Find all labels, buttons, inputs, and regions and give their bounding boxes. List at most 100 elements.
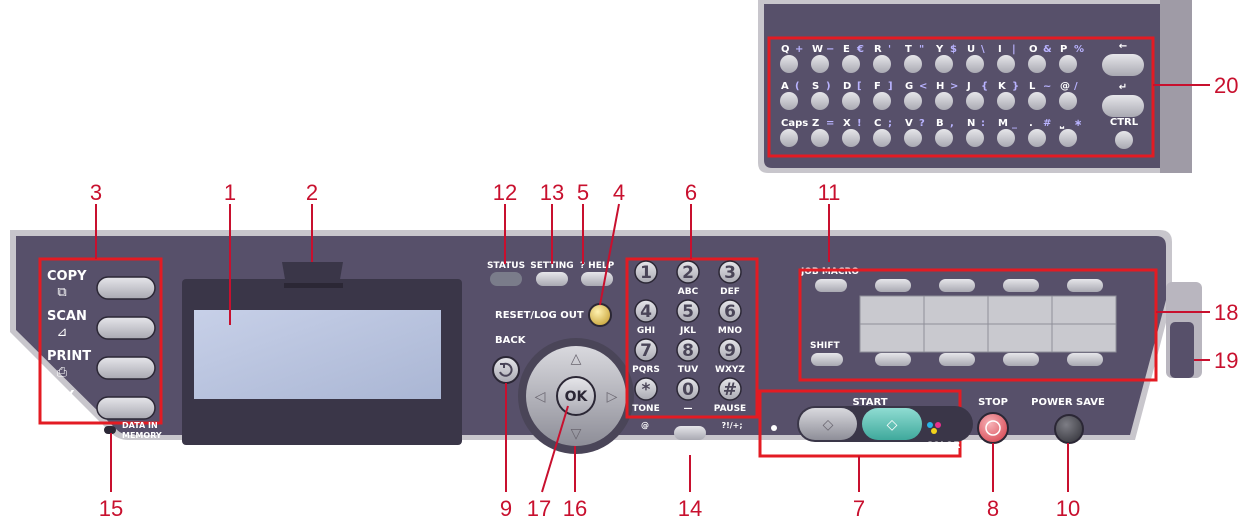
qwerty-key[interactable] bbox=[842, 55, 860, 73]
keypad-key-letters: PAUSE bbox=[714, 404, 746, 414]
qwerty-key[interactable] bbox=[780, 129, 798, 147]
qwerty-key[interactable] bbox=[1028, 92, 1046, 110]
keypad-key-9[interactable] bbox=[718, 338, 742, 362]
qwerty-key-symbol: , bbox=[950, 118, 954, 129]
keypad-key-number: 3 bbox=[724, 263, 736, 283]
callout-14: 14 bbox=[678, 496, 702, 521]
callout-13: 13 bbox=[540, 180, 564, 205]
one-touch-top-button-1[interactable] bbox=[875, 279, 911, 292]
qwerty-key[interactable] bbox=[873, 129, 891, 147]
qwerty-key-symbol: ( bbox=[795, 81, 800, 92]
qwerty-key[interactable] bbox=[780, 55, 798, 73]
job-macro-button[interactable] bbox=[815, 279, 847, 292]
qwerty-key[interactable] bbox=[997, 92, 1015, 110]
ctrl-key-label: CTRL bbox=[1110, 117, 1139, 128]
qwerty-key[interactable] bbox=[997, 55, 1015, 73]
color-label: COLOR bbox=[926, 441, 960, 451]
arrow-up-icon[interactable]: △ bbox=[571, 351, 582, 367]
qwerty-key[interactable] bbox=[935, 55, 953, 73]
qwerty-ctrl-key[interactable] bbox=[1115, 131, 1133, 149]
keypad-key-6[interactable] bbox=[718, 299, 742, 323]
copy-mode-button[interactable] bbox=[96, 276, 156, 300]
qwerty-key[interactable] bbox=[842, 129, 860, 147]
color-start-button[interactable] bbox=[862, 408, 922, 440]
qwerty-key[interactable] bbox=[1059, 55, 1077, 73]
lcd-display-assembly bbox=[182, 262, 462, 445]
qwerty-key[interactable] bbox=[966, 92, 984, 110]
keypad-key-11[interactable] bbox=[676, 377, 700, 401]
qwerty-key[interactable] bbox=[811, 92, 829, 110]
arrow-down-icon[interactable]: ▽ bbox=[571, 426, 582, 442]
mode-buttons-group: COPY⧉SCAN⊿PRINT⎙FAX☏ bbox=[38, 257, 163, 425]
keypad-key-letters: GHI bbox=[637, 326, 655, 336]
reset-logout-button[interactable] bbox=[588, 303, 612, 327]
job-macro-label: JOB MACRO bbox=[800, 267, 859, 277]
keypad-key-8[interactable] bbox=[676, 338, 700, 362]
ok-button[interactable] bbox=[556, 376, 596, 416]
keypad-key-12[interactable] bbox=[718, 377, 742, 401]
callout-9: 9 bbox=[500, 496, 512, 521]
qwerty-key-char: A bbox=[781, 81, 789, 92]
lcd-tilt-handle[interactable] bbox=[282, 262, 343, 285]
color-start-icon: ◇ bbox=[887, 417, 898, 433]
keypad-key-4[interactable] bbox=[634, 299, 658, 323]
one-touch-top-button-4[interactable] bbox=[1067, 279, 1103, 292]
keypad-key-1[interactable] bbox=[634, 260, 658, 284]
qwerty-key[interactable] bbox=[1028, 55, 1046, 73]
one-touch-bottom-button-3[interactable] bbox=[1003, 353, 1039, 366]
qwerty-key[interactable] bbox=[780, 92, 798, 110]
qwerty-key-char: @ bbox=[1060, 81, 1070, 92]
back-button[interactable] bbox=[492, 356, 520, 384]
keypad-key-number: # bbox=[723, 380, 737, 400]
qwerty-key-symbol: ; bbox=[888, 118, 892, 129]
help-label: ? HELP bbox=[580, 261, 615, 271]
scan-mode-button[interactable] bbox=[96, 316, 156, 340]
print-mode-button[interactable] bbox=[96, 356, 156, 380]
one-touch-bottom-button-2[interactable] bbox=[939, 353, 975, 366]
qwerty-key[interactable] bbox=[1059, 92, 1077, 110]
qwerty-key[interactable] bbox=[873, 55, 891, 73]
qwerty-key[interactable] bbox=[811, 55, 829, 73]
qwerty-key[interactable] bbox=[1028, 129, 1046, 147]
qwerty-key[interactable] bbox=[842, 92, 860, 110]
mono-start-button[interactable] bbox=[799, 408, 857, 440]
qwerty-enter-key[interactable] bbox=[1102, 95, 1144, 117]
qwerty-key[interactable] bbox=[904, 92, 922, 110]
stop-button[interactable] bbox=[977, 412, 1009, 444]
clear-button[interactable] bbox=[674, 426, 706, 440]
lcd-screen[interactable] bbox=[194, 310, 441, 399]
qwerty-key[interactable] bbox=[935, 92, 953, 110]
qwerty-key-char: J bbox=[966, 81, 971, 92]
qwerty-backspace-key[interactable] bbox=[1102, 54, 1144, 76]
qwerty-key-char: L bbox=[1029, 81, 1036, 92]
setting-button[interactable] bbox=[536, 272, 568, 286]
qwerty-key[interactable] bbox=[873, 92, 891, 110]
help-button[interactable] bbox=[581, 272, 613, 286]
qwerty-key[interactable] bbox=[966, 129, 984, 147]
fax-mode-button[interactable] bbox=[96, 396, 156, 420]
one-touch-bottom-button-1[interactable] bbox=[875, 353, 911, 366]
qwerty-key[interactable] bbox=[935, 129, 953, 147]
power-save-button[interactable] bbox=[1054, 414, 1084, 444]
keypad-key-2[interactable] bbox=[676, 260, 700, 284]
keypad-key-7[interactable] bbox=[634, 338, 658, 362]
arrow-right-icon[interactable]: ▷ bbox=[607, 389, 618, 405]
qwerty-key[interactable] bbox=[904, 55, 922, 73]
qwerty-key[interactable] bbox=[904, 129, 922, 147]
keypad-key-10[interactable] bbox=[634, 377, 658, 401]
callout-1: 1 bbox=[224, 180, 236, 205]
keypad-key-5[interactable] bbox=[676, 299, 700, 323]
qwerty-key[interactable] bbox=[997, 129, 1015, 147]
qwerty-key[interactable] bbox=[966, 55, 984, 73]
arrow-left-icon[interactable]: ◁ bbox=[535, 389, 546, 405]
qwerty-key[interactable] bbox=[811, 129, 829, 147]
qwerty-key-char: R bbox=[874, 44, 882, 55]
shift-button[interactable] bbox=[811, 353, 843, 366]
status-button[interactable] bbox=[490, 272, 522, 286]
keypad-key-3[interactable] bbox=[718, 260, 742, 284]
qwerty-key[interactable] bbox=[1059, 129, 1077, 147]
one-touch-top-button-3[interactable] bbox=[1003, 279, 1039, 292]
usb-cover[interactable] bbox=[1170, 322, 1194, 378]
one-touch-top-button-2[interactable] bbox=[939, 279, 975, 292]
one-touch-bottom-button-4[interactable] bbox=[1067, 353, 1103, 366]
